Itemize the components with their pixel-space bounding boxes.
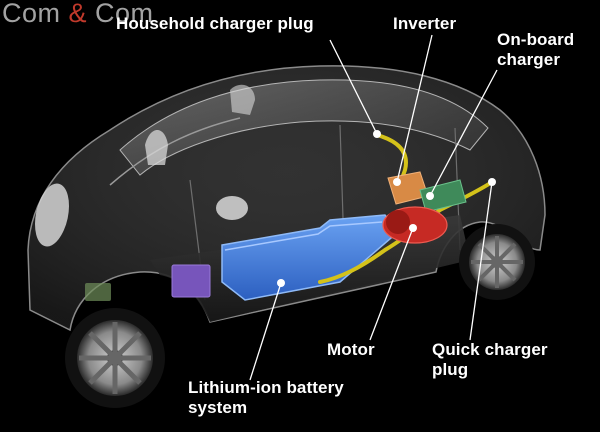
- watermark-amp: &: [68, 0, 88, 28]
- watermark-left: Com: [2, 0, 69, 28]
- label-battery-line1: Lithium-ion battery: [188, 378, 344, 397]
- dot-inverter: [393, 178, 401, 186]
- label-onboard-charger-line2: charger: [497, 50, 561, 69]
- headlight-lower: [85, 283, 111, 301]
- label-household-charger-plug: Household charger plug: [116, 14, 314, 34]
- label-lithium-ion-battery: Lithium-ion battery system: [188, 378, 344, 418]
- label-inverter: Inverter: [393, 14, 456, 34]
- headlight: [34, 183, 70, 247]
- dot-onboard-charger: [426, 192, 434, 200]
- onboard-charger-box: [419, 179, 467, 213]
- label-onboard-charger: On-board charger: [497, 30, 574, 70]
- leader-household-plug: [329, 39, 378, 135]
- endpoint-dots: [277, 130, 496, 287]
- leader-battery: [249, 282, 282, 381]
- rear-seat: [230, 84, 255, 115]
- label-household-charger-plug-text: Household charger plug: [116, 14, 314, 33]
- leader-onboard-charger: [429, 69, 498, 197]
- label-motor-text: Motor: [327, 340, 375, 359]
- dot-household-plug: [373, 130, 381, 138]
- leader-motor: [369, 227, 414, 341]
- label-motor: Motor: [327, 340, 375, 360]
- leader-quick-charger: [469, 181, 493, 341]
- label-quick-charger-line1: Quick charger: [432, 340, 548, 359]
- dot-battery: [277, 279, 285, 287]
- motor-hub: [386, 210, 410, 234]
- battery-pack-top: [224, 221, 383, 251]
- front-seat: [145, 130, 168, 165]
- side-mirror: [216, 196, 248, 220]
- windshield-line: [109, 117, 241, 186]
- leader-lines: [249, 34, 498, 381]
- watermark-logo: Com & Com: [2, 0, 154, 29]
- watermark-right: Com: [87, 0, 154, 28]
- label-onboard-charger-line1: On-board: [497, 30, 575, 49]
- dot-quick-charger: [488, 178, 496, 186]
- front-wheel: [65, 308, 165, 408]
- label-battery-line2: system: [188, 398, 248, 417]
- label-quick-charger-plug: Quick charger plug: [432, 340, 548, 380]
- label-quick-charger-line2: plug: [432, 360, 469, 379]
- dot-motor: [409, 224, 417, 232]
- rear-wheel: [459, 224, 535, 300]
- label-inverter-text: Inverter: [393, 14, 457, 33]
- auxiliary-battery: [171, 264, 211, 298]
- leader-inverter: [396, 34, 433, 183]
